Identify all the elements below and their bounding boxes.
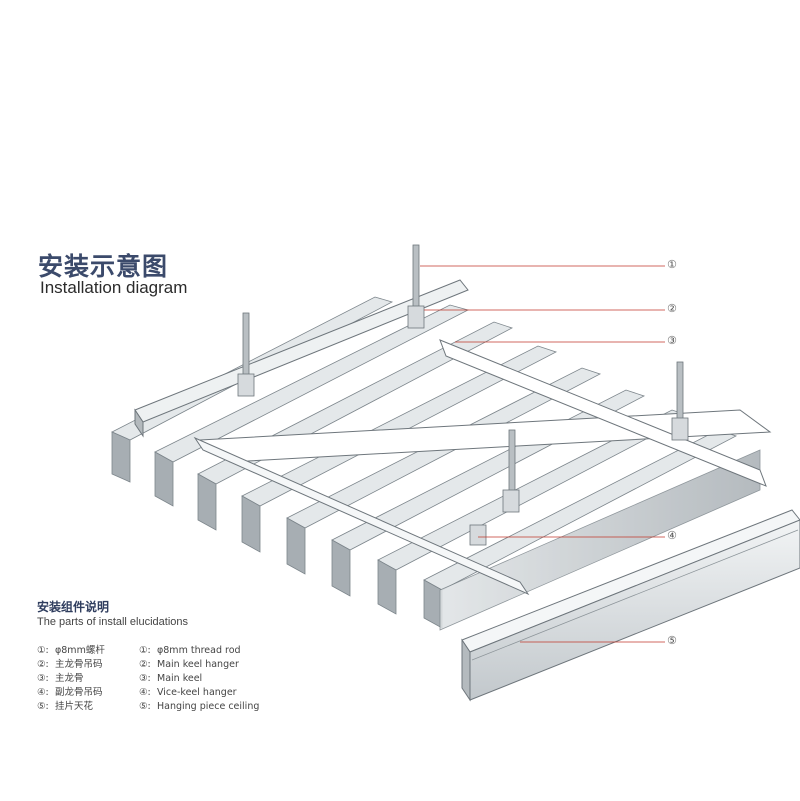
legend-row: ③: 主龙骨 ③: Main keel bbox=[37, 670, 202, 684]
diagram-title-cn: 安装示意图 bbox=[38, 252, 169, 281]
callout-4: ④ bbox=[667, 529, 677, 542]
callout-5: ⑤ bbox=[667, 634, 677, 647]
legend-cn: 挂片天花 bbox=[55, 701, 94, 712]
legend-num: ④: bbox=[37, 687, 49, 698]
legend-num-en: ①: bbox=[139, 645, 151, 656]
legend-cn: 主龙骨 bbox=[55, 673, 84, 684]
legend-en: Main keel bbox=[157, 673, 203, 684]
legend-title-en: The parts of install elucidations bbox=[37, 616, 189, 628]
leader-lines bbox=[420, 265, 665, 643]
legend-cn: φ8mm螺杆 bbox=[55, 645, 105, 656]
callout-3: ③ bbox=[667, 334, 677, 347]
legend-row: ②: 主龙骨吊码 ②: Main keel hanger bbox=[37, 656, 239, 670]
legend-num: ①: bbox=[37, 645, 49, 656]
legend-num: ②: bbox=[37, 659, 49, 670]
legend-num-en: ⑤: bbox=[139, 701, 151, 712]
main-keels bbox=[134, 279, 772, 596]
callout-2: ② bbox=[667, 302, 677, 315]
panel-7 bbox=[377, 409, 692, 615]
diagram-title-en: Installation diagram bbox=[40, 278, 188, 297]
thread-rods bbox=[242, 244, 684, 497]
legend-num: ③: bbox=[37, 673, 49, 684]
panel-4 bbox=[241, 345, 558, 553]
keel-hangers bbox=[237, 305, 689, 546]
legend-en: Vice-keel hanger bbox=[157, 687, 237, 698]
callout-1: ① bbox=[667, 258, 677, 271]
legend-en: Hanging piece ceiling bbox=[157, 701, 260, 712]
panel-2 bbox=[154, 304, 470, 507]
legend-en: Main keel hanger bbox=[157, 659, 239, 670]
legend-num-en: ②: bbox=[139, 659, 151, 670]
legend-num-en: ④: bbox=[139, 687, 151, 698]
legend-title-cn: 安装组件说明 bbox=[37, 600, 110, 614]
legend-cn: 副龙骨吊码 bbox=[55, 687, 103, 698]
legend-cn: 主龙骨吊码 bbox=[55, 659, 103, 670]
legend-row: ①: φ8mm螺杆 ①: φ8mm thread rod bbox=[37, 642, 241, 656]
legend-row: ⑤: 挂片天花 ⑤: Hanging piece ceiling bbox=[37, 698, 259, 712]
panel-8 bbox=[423, 429, 738, 629]
legend-row: ④: 副龙骨吊码 ④: Vice-keel hanger bbox=[37, 684, 237, 698]
legend-num: ⑤: bbox=[37, 701, 49, 712]
detached-ceiling-panel bbox=[461, 509, 800, 702]
legend-en: φ8mm thread rod bbox=[157, 645, 241, 656]
legend-num-en: ③: bbox=[139, 673, 151, 684]
